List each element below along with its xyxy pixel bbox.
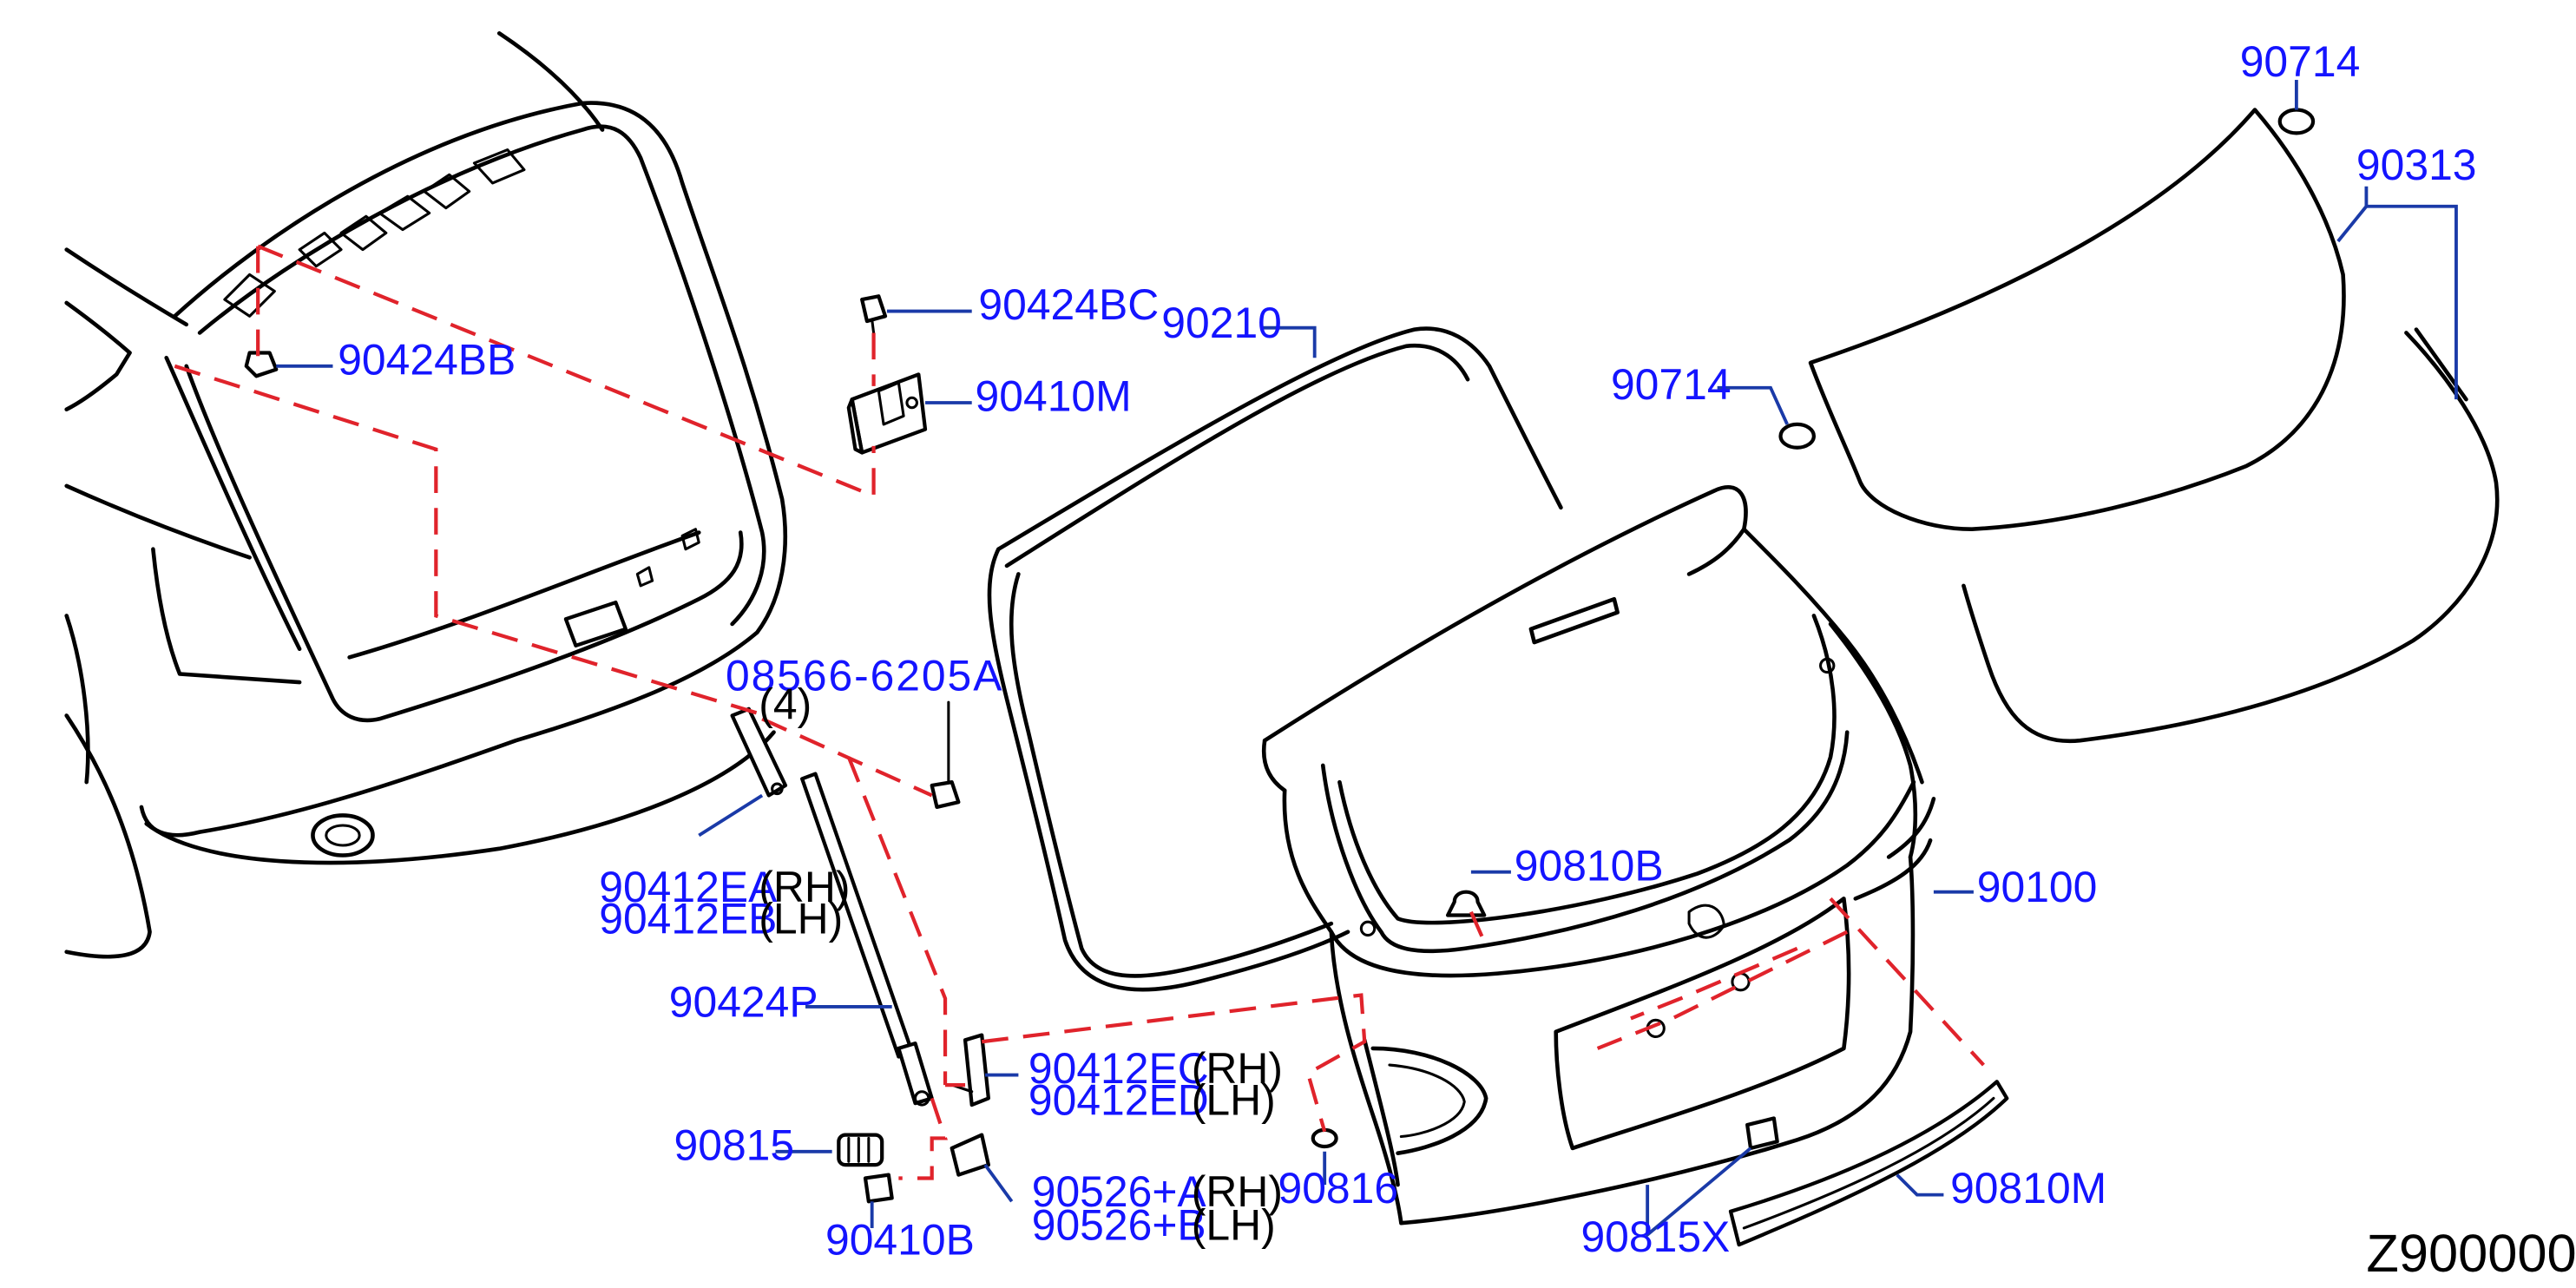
clip-90714-top[interactable] (2277, 108, 2316, 135)
label-90412EB-side: (LH) (759, 895, 843, 943)
label-90412EC-side: (RH) (1192, 1044, 1283, 1093)
label-90810B[interactable]: 90810B (1515, 841, 1664, 890)
label-90313[interactable]: 90313 (2356, 141, 2477, 189)
label-90815X[interactable]: 90815X (1580, 1212, 1730, 1261)
nut-90424BB[interactable] (244, 351, 279, 378)
label-90412ED-side: (LH) (1192, 1076, 1276, 1125)
bolt-08566[interactable] (930, 700, 961, 810)
diagram-id: Z9000002 (2366, 1224, 2576, 1284)
label-08566-hidden[interactable]: 08566-6205A (726, 652, 1003, 700)
hinge-90410M[interactable] (846, 372, 928, 455)
label-90424P[interactable]: 90424P (669, 977, 818, 1026)
label-90526A-side: (RH) (1192, 1167, 1283, 1216)
label-90815[interactable]: 90815 (674, 1120, 795, 1169)
label-90714-mid[interactable]: 90714 (1611, 360, 1732, 409)
label-90412EA-side: (RH) (759, 863, 850, 911)
label-90526A[interactable]: 90526+A (1032, 1167, 1207, 1216)
label-90412EB[interactable]: 90412EB (599, 895, 777, 943)
bracket-90526[interactable] (950, 1133, 990, 1177)
label-90100[interactable]: 90100 (1977, 863, 2098, 911)
bumper-90815[interactable] (837, 1133, 884, 1167)
clip-90714-mid[interactable] (1778, 422, 1816, 450)
label-90410M[interactable]: 90410M (976, 372, 1132, 421)
bracket-90412EC[interactable] (950, 1033, 990, 1107)
label-90526B-side: (LH) (1192, 1200, 1276, 1249)
label-90412ED[interactable]: 90412ED (1028, 1076, 1209, 1125)
plug-90816[interactable] (1311, 1127, 1338, 1149)
label-90410B[interactable]: 90410B (825, 1216, 975, 1265)
weatherstrip-90210[interactable] (987, 326, 1563, 992)
label-90810M[interactable]: 90810M (1950, 1164, 2106, 1212)
label-90424BC[interactable]: 90424BC (978, 280, 1159, 329)
label-90714-top[interactable]: 90714 (2240, 37, 2361, 86)
leader-lines (276, 80, 2458, 1239)
label-90412EA[interactable]: 90412EA (599, 863, 778, 911)
label-90412EC[interactable]: 90412EC (1028, 1044, 1209, 1093)
bolt-90424BC[interactable] (860, 294, 888, 334)
vehicle-rear-body (64, 31, 788, 959)
finisher-90810M[interactable] (1728, 1080, 2009, 1247)
label-90210[interactable]: 90210 (1161, 299, 1282, 347)
label-90816[interactable]: 90816 (1278, 1164, 1398, 1212)
bolt-90410B[interactable] (863, 1173, 894, 1204)
grommet-90810B[interactable] (1445, 890, 1487, 917)
rear-window-glass[interactable] (1808, 108, 2500, 744)
back-door-panel[interactable] (1262, 485, 1936, 1226)
assembly-dashed-lines (174, 244, 1985, 1180)
bracket-90412EA[interactable] (730, 706, 788, 798)
label-qty-4: (4) (759, 680, 812, 728)
label-90526B[interactable]: 90526+B (1032, 1200, 1206, 1249)
label-90424BB[interactable]: 90424BB (338, 335, 516, 384)
part-labels: 90714 90313 90714 90424BC 90410M 90424BB… (338, 37, 2576, 1284)
pad-90815X[interactable] (1745, 1116, 1779, 1151)
